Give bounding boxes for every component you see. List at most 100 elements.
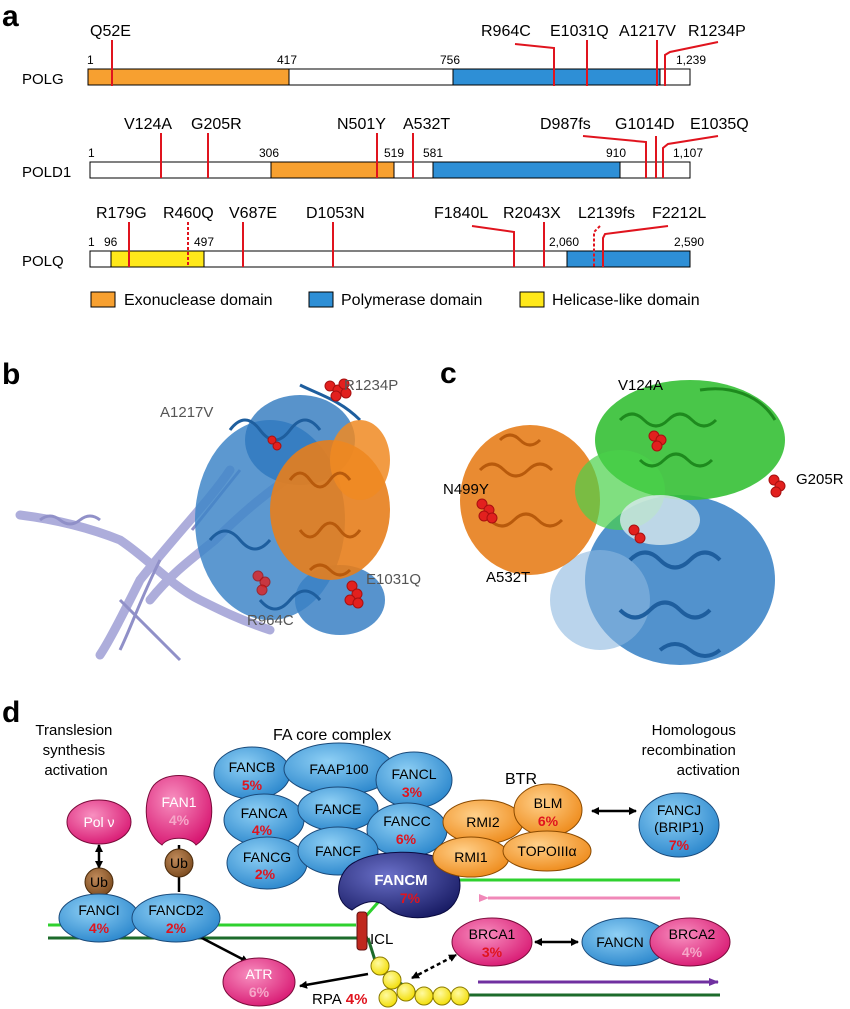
polg-exonuclease-domain [87,68,290,86]
arrow-rpa-brca1 [411,953,457,980]
position-label: 306 [259,146,279,160]
svg-text:Pol ν: Pol ν [83,814,114,830]
position-label: 96 [104,235,118,249]
svg-text:5%: 5% [242,777,263,793]
svg-text:4%: 4% [252,822,273,838]
svg-text:FAN1: FAN1 [161,794,196,810]
rmi2-node: RMI2 [442,799,524,845]
polg-polymerase-domain [452,68,661,86]
structure-label: E1031Q [366,571,421,588]
mutation-label: A1217V [619,23,676,40]
brca1-node: BRCA1 3% [451,917,533,967]
protein-name-polg: POLG [22,71,64,88]
polg-structure-image: R1234P A1217V E1031Q R964C [15,377,421,662]
polq-helicase-domain [110,250,205,268]
svg-text:4%: 4% [89,920,110,936]
position-label: 1,107 [673,146,703,160]
svg-text:FANCL: FANCL [391,766,436,782]
legend-swatch-helicase [519,291,545,308]
protein-name-polq: POLQ [22,253,64,270]
structure-label: R964C [247,612,294,629]
fancl-node: FANCL 3% [375,751,453,809]
mutation-label: N501Y [337,116,386,133]
legend-swatch-polymerase [308,291,334,308]
pold1-structure-image: V124A N499Y G205R A532T [443,377,844,665]
tls-heading: Translesion synthesis activation [35,722,116,779]
mutation-label: G205R [191,116,242,133]
arrow-rpa-atr [299,972,369,989]
fanci-node: FANCI 4% [58,893,140,943]
svg-text:7%: 7% [669,837,690,853]
svg-text:FANCJ: FANCJ [657,802,701,818]
mutation-label: F2212L [652,205,706,222]
svg-text:7%: 7% [400,890,421,906]
mutation-label: F1840L [434,205,488,222]
fancc-node: FANCC 6% [366,802,448,858]
mutation-label: D1053N [306,205,365,222]
svg-text:ATR: ATR [246,966,273,982]
legend-swatch-exonuclease [90,291,116,308]
svg-text:FANCG: FANCG [243,849,291,865]
structure-label: N499Y [443,481,489,498]
mutation-label: E1031Q [550,23,609,40]
svg-text:2%: 2% [166,920,187,936]
arrow-fancd2-atr [199,935,249,964]
svg-text:FANCM: FANCM [374,872,427,889]
faap100-node: FAAP100 [283,742,395,796]
fan1-node: FAN1 4% [145,775,213,846]
svg-text:FANCA: FANCA [241,805,288,821]
svg-text:FAAP100: FAAP100 [309,761,368,777]
ub-node-1: Ub [84,867,114,897]
mutation-marker [582,135,647,178]
svg-text:FANCI: FANCI [78,902,119,918]
svg-text:6%: 6% [249,984,270,1000]
mutation-marker [593,225,601,267]
polq-polymerase-domain [566,250,691,268]
btr-complex: RMI2 BLM 6% RMI1 TOPOIIIα [432,783,592,878]
fancd2-node: FANCD2 2% [131,893,221,943]
svg-text:Ub: Ub [170,855,188,871]
polg-track: POLG 1 417 756 1,239 Q52E R964C E1031Q A… [22,23,746,88]
position-label: 2,590 [674,235,704,249]
protein-name-pold1: POLD1 [22,164,71,181]
position-label: 1 [87,53,94,67]
mutation-label: G1014D [615,116,675,133]
mutation-label: R964C [481,23,531,40]
icl-crosslink [356,911,368,951]
svg-text:FANCB: FANCB [229,759,276,775]
fanca-node: FANCA 4% [223,793,305,847]
mutation-label: R460Q [163,205,214,222]
panel-b: b [2,358,421,662]
legend-label: Helicase-like domain [552,292,700,309]
svg-text:3%: 3% [402,784,423,800]
legend-label: Exonuclease domain [124,292,273,309]
structure-label: V124A [618,377,663,394]
svg-text:4%: 4% [682,944,703,960]
fance-node: FANCE [297,786,379,832]
mutation-label: E1035Q [690,116,749,133]
svg-text:FANCE: FANCE [315,801,362,817]
mutation-marker [471,225,515,267]
svg-text:BRCA2: BRCA2 [669,926,716,942]
atr-node: ATR 6% [222,957,296,1007]
panel-label-a: a [2,0,19,33]
svg-text:6%: 6% [396,831,417,847]
svg-text:BLM: BLM [534,795,563,811]
topoiii-node: TOPOIIIα [502,830,592,872]
mutation-label: R1234P [688,23,746,40]
svg-text:4%: 4% [169,812,190,828]
position-label: 756 [440,53,460,67]
ub-node-2: Ub [164,848,194,878]
panel-label-b: b [2,358,20,391]
svg-text:6%: 6% [538,813,559,829]
svg-text:FANCD2: FANCD2 [148,902,203,918]
hr-heading: Homologous recombination activation [642,722,740,779]
domain-legend: Exonuclease domain Polymerase domain Hel… [90,291,700,309]
pol-nu-node: Pol ν [66,799,132,845]
panel-c: c [440,357,844,665]
mutation-label: L2139fs [578,205,635,222]
polq-track: POLQ 1 96 497 2,060 2,590 R179G R460Q V6… [22,205,706,270]
mutation-marker [662,135,719,178]
fa-core-complex: FANCB 5% FAAP100 FANCL 3% FANCA 4% FANCE [213,742,453,890]
